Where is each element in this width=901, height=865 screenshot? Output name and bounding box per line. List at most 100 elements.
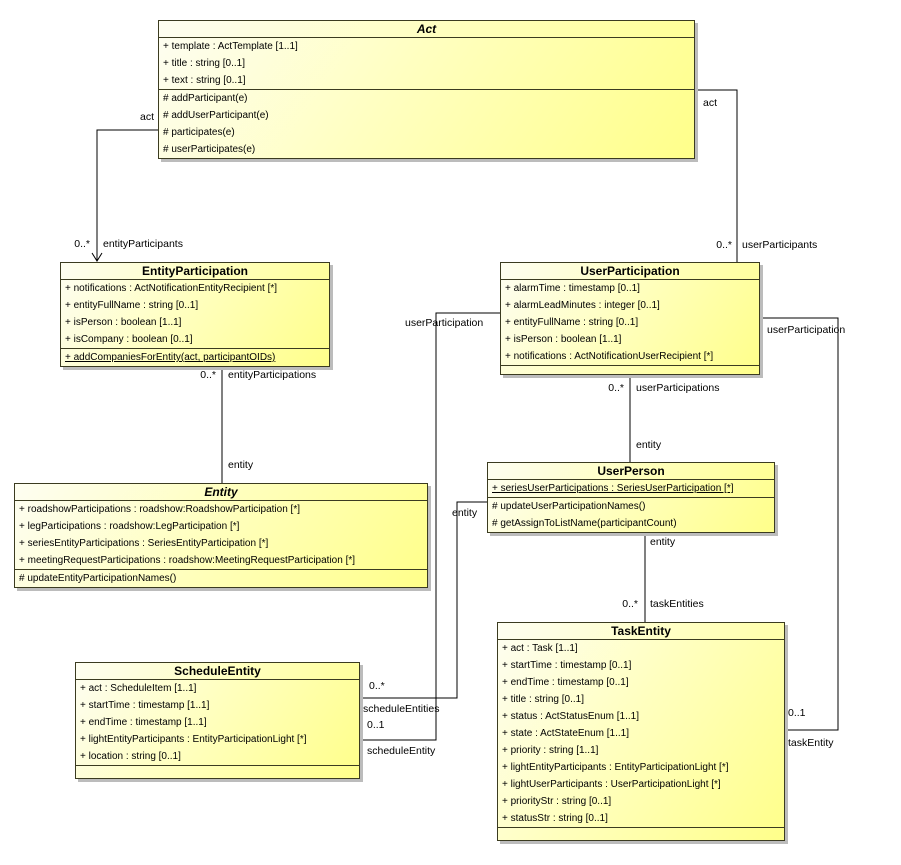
class-entity-title: Entity: [15, 484, 427, 501]
class-scheduleentity-title: ScheduleEntity: [76, 663, 359, 680]
arrowhead-entityparticipants: [91, 252, 103, 262]
role-label: userParticipation: [767, 324, 846, 336]
class-entity-operations: # updateEntityParticipationNames(): [15, 570, 427, 587]
attribute: + isCompany : boolean [0..1]: [65, 334, 193, 345]
role-label: entity: [228, 459, 254, 471]
role-label: act: [703, 97, 718, 109]
multiplicity-label: 0..*: [622, 598, 638, 610]
attribute: + alarmTime : timestamp [0..1]: [505, 283, 640, 294]
attribute: + startTime : timestamp [1..1]: [80, 700, 210, 711]
multiplicity-label: 0..*: [369, 680, 385, 692]
attribute: + endTime : timestamp [0..1]: [502, 677, 629, 688]
operation: # getAssignToListName(participantCount): [492, 518, 677, 529]
class-userparticipation: UserParticipation + alarmTime : timestam…: [500, 262, 760, 375]
multiplicity-label: 0..1: [788, 707, 806, 719]
class-entityparticipation-title: EntityParticipation: [61, 263, 329, 280]
edge-act-userparticipation: [695, 89, 738, 262]
multiplicity-label: 0..*: [608, 382, 624, 394]
class-entityparticipation: EntityParticipation + notifications : Ac…: [60, 262, 330, 367]
attribute: + title : string [0..1]: [502, 694, 584, 705]
attribute: + priority : string [1..1]: [502, 745, 599, 756]
edge-userperson-scheduleentity: [360, 501, 487, 699]
attribute: + meetingRequestParticipations : roadsho…: [19, 555, 356, 566]
operation: # addUserParticipant(e): [163, 110, 269, 121]
class-userperson-operations: # updateUserParticipationNames() # getAs…: [488, 498, 774, 532]
class-act-title: Act: [159, 21, 694, 38]
attribute: + endTime : timestamp [1..1]: [80, 717, 207, 728]
role-label: entityParticipations: [228, 369, 317, 381]
class-userparticipation-attributes: + alarmTime : timestamp [0..1] + alarmLe…: [501, 280, 759, 366]
edge-userparticipation-scheduleentity: [360, 312, 500, 741]
attribute: + entityFullName : string [0..1]: [65, 300, 199, 311]
role-label: scheduleEntity: [367, 745, 436, 757]
edge-userparticipation-taskentity: [760, 317, 839, 731]
class-userparticipation-operations-empty: [501, 366, 759, 374]
attribute: + startTime : timestamp [0..1]: [502, 660, 632, 671]
operation: # addParticipant(e): [163, 93, 248, 104]
attribute: + location : string [0..1]: [80, 751, 181, 762]
class-entityparticipation-operations: + addCompaniesForEntity(act, participant…: [61, 349, 329, 366]
attribute: + statusStr : string [0..1]: [502, 813, 608, 824]
attribute: + isPerson : boolean [1..1]: [65, 317, 182, 328]
attribute: + isPerson : boolean [1..1]: [505, 334, 622, 345]
class-taskentity: TaskEntity + act : Task [1..1] + startTi…: [497, 622, 785, 841]
role-label: entity: [650, 536, 676, 548]
operation: # userParticipates(e): [163, 144, 256, 155]
class-taskentity-title: TaskEntity: [498, 623, 784, 640]
attribute: + roadshowParticipations : roadshow:Road…: [19, 504, 300, 515]
multiplicity-label: 0..*: [716, 239, 732, 251]
class-act: Act + template : ActTemplate [1..1] + ti…: [158, 20, 695, 159]
class-scheduleentity-attributes: + act : ScheduleItem [1..1] + startTime …: [76, 680, 359, 766]
role-label: scheduleEntities: [363, 703, 440, 715]
role-label: userParticipants: [742, 239, 818, 251]
role-label: taskEntities: [650, 598, 704, 610]
attribute: + priorityStr : string [0..1]: [502, 796, 612, 807]
multiplicity-label: 0..1: [367, 719, 385, 731]
attribute: + title : string [0..1]: [163, 58, 245, 69]
role-label: userParticipations: [636, 382, 720, 394]
multiplicity-label: 0..*: [74, 238, 90, 250]
attribute: + text : string [0..1]: [163, 75, 246, 86]
attribute: + notifications : ActNotificationUserRec…: [505, 351, 714, 362]
class-scheduleentity: ScheduleEntity + act : ScheduleItem [1..…: [75, 662, 360, 779]
class-userparticipation-title: UserParticipation: [501, 263, 759, 280]
class-taskentity-attributes: + act : Task [1..1] + startTime : timest…: [498, 640, 784, 828]
attribute-static: + seriesUserParticipations : SeriesUserP…: [492, 483, 734, 494]
class-act-operations: # addParticipant(e) # addUserParticipant…: [159, 90, 694, 158]
class-entityparticipation-attributes: + notifications : ActNotificationEntityR…: [61, 280, 329, 349]
operation: # updateUserParticipationNames(): [492, 501, 646, 512]
class-userperson-title: UserPerson: [488, 463, 774, 480]
attribute: + lightEntityParticipants : EntityPartic…: [80, 734, 307, 745]
operation: # participates(e): [163, 127, 235, 138]
operation: # updateEntityParticipationNames(): [19, 573, 177, 584]
attribute: + lightEntityParticipants : EntityPartic…: [502, 762, 729, 773]
class-act-attributes: + template : ActTemplate [1..1] + title …: [159, 38, 694, 90]
role-label: entity: [636, 439, 662, 451]
attribute: + act : Task [1..1]: [502, 643, 578, 654]
class-userperson: UserPerson + seriesUserParticipations : …: [487, 462, 775, 533]
attribute: + legParticipations : roadshow:LegPartic…: [19, 521, 240, 532]
edge-act-entityparticipation: [96, 129, 158, 261]
operation-static: + addCompaniesForEntity(act, participant…: [65, 352, 276, 363]
class-entity: Entity + roadshowParticipations : roadsh…: [14, 483, 428, 588]
attribute: + lightUserParticipants : UserParticipat…: [502, 779, 721, 790]
role-label: userParticipation: [405, 317, 484, 329]
attribute: + status : ActStatusEnum [1..1]: [502, 711, 640, 722]
attribute: + entityFullName : string [0..1]: [505, 317, 639, 328]
class-taskentity-operations-empty: [498, 828, 784, 840]
role-label: entityParticipants: [103, 238, 183, 250]
class-entity-attributes: + roadshowParticipations : roadshow:Road…: [15, 501, 427, 570]
attribute: + notifications : ActNotificationEntityR…: [65, 283, 278, 294]
attribute: + seriesEntityParticipations : SeriesEnt…: [19, 538, 269, 549]
attribute: + act : ScheduleItem [1..1]: [80, 683, 197, 694]
attribute: + state : ActStateEnum [1..1]: [502, 728, 630, 739]
multiplicity-label: 0..*: [200, 369, 216, 381]
role-label: act: [139, 111, 154, 123]
class-userperson-attributes: + seriesUserParticipations : SeriesUserP…: [488, 480, 774, 498]
class-scheduleentity-operations-empty: [76, 766, 359, 778]
attribute: + alarmLeadMinutes : integer [0..1]: [505, 300, 660, 311]
role-label: entity: [452, 507, 478, 519]
attribute: + template : ActTemplate [1..1]: [163, 41, 298, 52]
